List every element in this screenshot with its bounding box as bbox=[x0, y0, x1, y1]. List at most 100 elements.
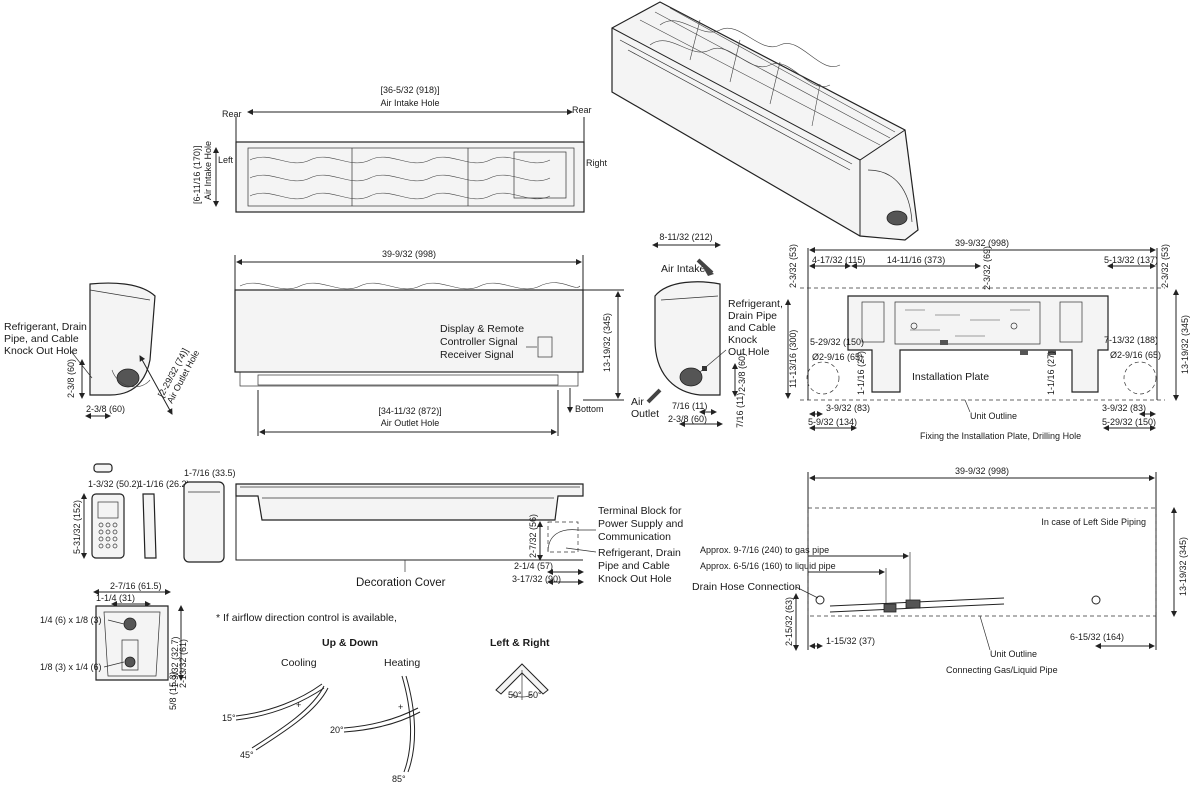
right-dim-d: 2-3/8 (60) bbox=[668, 414, 707, 424]
plate-top-right-v: 2-3/32 (53) bbox=[1160, 244, 1170, 288]
left-knockout-label-3: Knock Out Hole bbox=[4, 345, 78, 357]
remote-controller-views: 1-3/32 (50.2) 1-1/16 (26.2) 1-7/16 (33.5… bbox=[72, 463, 236, 563]
front-width-dim: 39-9/32 (998) bbox=[382, 249, 436, 259]
plate-right-hole-h: 7-13/32 (188) bbox=[1104, 335, 1158, 345]
holder-d2: 1-9/32 (32.7) bbox=[170, 636, 180, 688]
remote-dim-w: 1-3/32 (50.2) bbox=[88, 479, 140, 489]
holder-screw-top: 1/4 (6) x 1/8 (3) bbox=[40, 615, 102, 625]
piping-overall-width: 39-9/32 (998) bbox=[955, 466, 1009, 476]
remote-dim-holder: 1-7/16 (33.5) bbox=[184, 468, 236, 478]
cool-15-label: 15° bbox=[222, 713, 236, 723]
display-label-2: Controller Signal bbox=[440, 336, 518, 348]
right-side-view: 8-11/32 (212) Air Intake Air Outlet Refr… bbox=[631, 232, 783, 428]
lr-50b-label: 50° bbox=[528, 690, 542, 700]
front-height-dim: 13-19/32 (345) bbox=[602, 313, 612, 372]
plate-left-hole-h: 5-29/32 (150) bbox=[810, 337, 864, 347]
heat-20-label: 20° bbox=[330, 725, 344, 735]
top-width-caption: Air Intake Hole bbox=[380, 98, 439, 108]
decoration-dim-v: 2-7/32 (56) bbox=[528, 514, 538, 558]
plate-right-hole-dia: Ø2-9/16 (65) bbox=[1110, 350, 1161, 360]
cooling-label: Cooling bbox=[281, 657, 317, 669]
left-label: Left bbox=[218, 155, 234, 165]
piping-height: 13-19/32 (345) bbox=[1178, 537, 1188, 596]
right-knockout-label-2: Drain Pipe bbox=[728, 310, 777, 322]
terminal-label-1: Terminal Block for bbox=[598, 505, 682, 517]
air-intake-label: Air Intake bbox=[661, 263, 706, 275]
decoration-knockout-2: Pipe and Cable bbox=[598, 560, 670, 572]
top-depth-dim: [6-11/16 (170)] bbox=[192, 146, 202, 204]
plate-bottom-right-a: 3-9/32 (83) bbox=[1102, 403, 1146, 413]
up-down-title: Up & Down bbox=[322, 637, 378, 649]
right-label: Right bbox=[586, 158, 608, 168]
plate-center-dim: 14-11/16 (373) bbox=[887, 255, 945, 265]
piping-d-left: 1-15/32 (37) bbox=[826, 636, 875, 646]
plate-inner-right: 1-1/16 (27) bbox=[1046, 351, 1056, 395]
plate-unit-outline: Unit Outline bbox=[970, 411, 1017, 421]
front-view: 39-9/32 (998) Display & Remote Controlle… bbox=[234, 249, 624, 436]
holder-dim-w2: 1-1/4 (31) bbox=[96, 593, 135, 603]
plate-inner-left: 1-1/16 (27) bbox=[856, 351, 866, 395]
plate-height-left: 11-13/16 (300) bbox=[788, 330, 798, 388]
plate-left-top: 4-17/32 (115) bbox=[812, 255, 865, 265]
isometric-unit-view bbox=[611, 1, 919, 241]
plate-left-hole-dia: Ø2-9/16 (65) bbox=[812, 352, 863, 362]
svg-text:+: + bbox=[398, 702, 403, 712]
top-width-dim: [36-5/32 (918)] bbox=[380, 85, 439, 95]
holder-screw-bottom: 1/8 (3) x 1/4 (6) bbox=[40, 662, 102, 672]
piping-caption: Connecting Gas/Liquid Pipe bbox=[946, 665, 1058, 675]
right-depth-dim: 8-11/32 (212) bbox=[659, 232, 712, 242]
decoration-knockout-1: Refrigerant, Drain bbox=[598, 547, 681, 559]
piping-d-right: 6-15/32 (164) bbox=[1070, 632, 1124, 642]
right-knockout-label-4: Knock bbox=[728, 334, 758, 346]
installation-plate-view: 39-9/32 (998) 4-17/32 (115) 14-11/16 (37… bbox=[785, 238, 1190, 441]
left-right-title: Left & Right bbox=[490, 637, 550, 649]
decoration-knockout-3: Knock Out Hole bbox=[598, 573, 672, 585]
outlet-caption: Air Outlet Hole bbox=[381, 418, 440, 428]
piping-d-v-left: 2-15/32 (63) bbox=[784, 597, 794, 646]
decoration-dim-a: 2-1/4 (57) bbox=[514, 561, 553, 571]
left-side-view: Refrigerant, Drain Pipe, and Cable Knock… bbox=[4, 282, 201, 419]
holder-d3: 2-13/32 (61) bbox=[178, 639, 188, 688]
terminal-label-3: Communication bbox=[598, 531, 671, 543]
airflow-direction-diagram: * If airflow direction control is availa… bbox=[216, 612, 550, 784]
plate-top-left-v: 2-3/32 (53) bbox=[788, 244, 798, 288]
plate-small-dim: 2-3/32 (69) bbox=[982, 246, 992, 290]
heat-85-label: 85° bbox=[392, 774, 406, 784]
decoration-dim-b: 3-17/32 (90) bbox=[512, 574, 561, 584]
cool-45-label: 45° bbox=[240, 750, 254, 760]
svg-text:+: + bbox=[296, 700, 301, 710]
left-dim-height: 2-3/8 (60) bbox=[66, 359, 76, 398]
right-dim-c: 7/16 (11) bbox=[735, 393, 745, 428]
right-dim-b: 2-3/8 (60) bbox=[737, 353, 747, 392]
remote-holder-view: 2-7/16 (61.5) 1-1/4 (31) 1/4 (6) x 1/8 (… bbox=[40, 581, 188, 710]
left-knockout-label-2: Pipe, and Cable bbox=[4, 333, 79, 345]
piping-left-side: In case of Left Side Piping bbox=[1041, 517, 1146, 527]
display-label-3: Receiver Signal bbox=[440, 349, 514, 361]
air-outlet-label-1: Air bbox=[631, 396, 644, 408]
airflow-note: * If airflow direction control is availa… bbox=[216, 612, 397, 624]
plate-height-right: 13-19/32 (345) bbox=[1180, 315, 1190, 374]
bottom-label: Bottom bbox=[575, 404, 604, 414]
holder-d1: 5/8 (15.3) bbox=[168, 671, 178, 710]
gas-pipe-label: Approx. 9-7/16 (240) to gas pipe bbox=[700, 545, 829, 555]
plate-bottom-left-b: 5-9/32 (134) bbox=[808, 417, 857, 427]
left-dim-width: 2-3/8 (60) bbox=[86, 404, 125, 414]
plate-caption: Fixing the Installation Plate, Drilling … bbox=[920, 431, 1081, 441]
display-label-1: Display & Remote bbox=[440, 323, 524, 335]
lr-50a-label: 50° bbox=[508, 690, 522, 700]
outlet-width-dim: [34-11/32 (872)] bbox=[378, 406, 441, 416]
decoration-cover-view: Decoration Cover Terminal Block for Powe… bbox=[235, 483, 683, 589]
right-knockout-label-5: Out Hole bbox=[728, 346, 770, 358]
air-outlet-label-2: Outlet bbox=[631, 408, 659, 420]
remote-dim-h: 5-31/32 (152) bbox=[72, 500, 82, 554]
rear-left-label: Rear bbox=[222, 109, 242, 119]
top-view: [36-5/32 (918)] Air Intake Hole Rear Rea… bbox=[192, 85, 608, 213]
piping-view: 39-9/32 (998) In case of Left Side Pipin… bbox=[692, 466, 1188, 675]
piping-unit-outline: Unit Outline bbox=[990, 649, 1037, 659]
remote-dim-side: 1-1/16 (26.2) bbox=[138, 479, 190, 489]
liquid-pipe-label: Approx. 6-5/16 (160) to liquid pipe bbox=[700, 561, 836, 571]
right-knockout-label-1: Refrigerant, bbox=[728, 298, 783, 310]
right-dim-a: 7/16 (11) bbox=[672, 401, 707, 411]
left-knockout-label-1: Refrigerant, Drain bbox=[4, 321, 87, 333]
